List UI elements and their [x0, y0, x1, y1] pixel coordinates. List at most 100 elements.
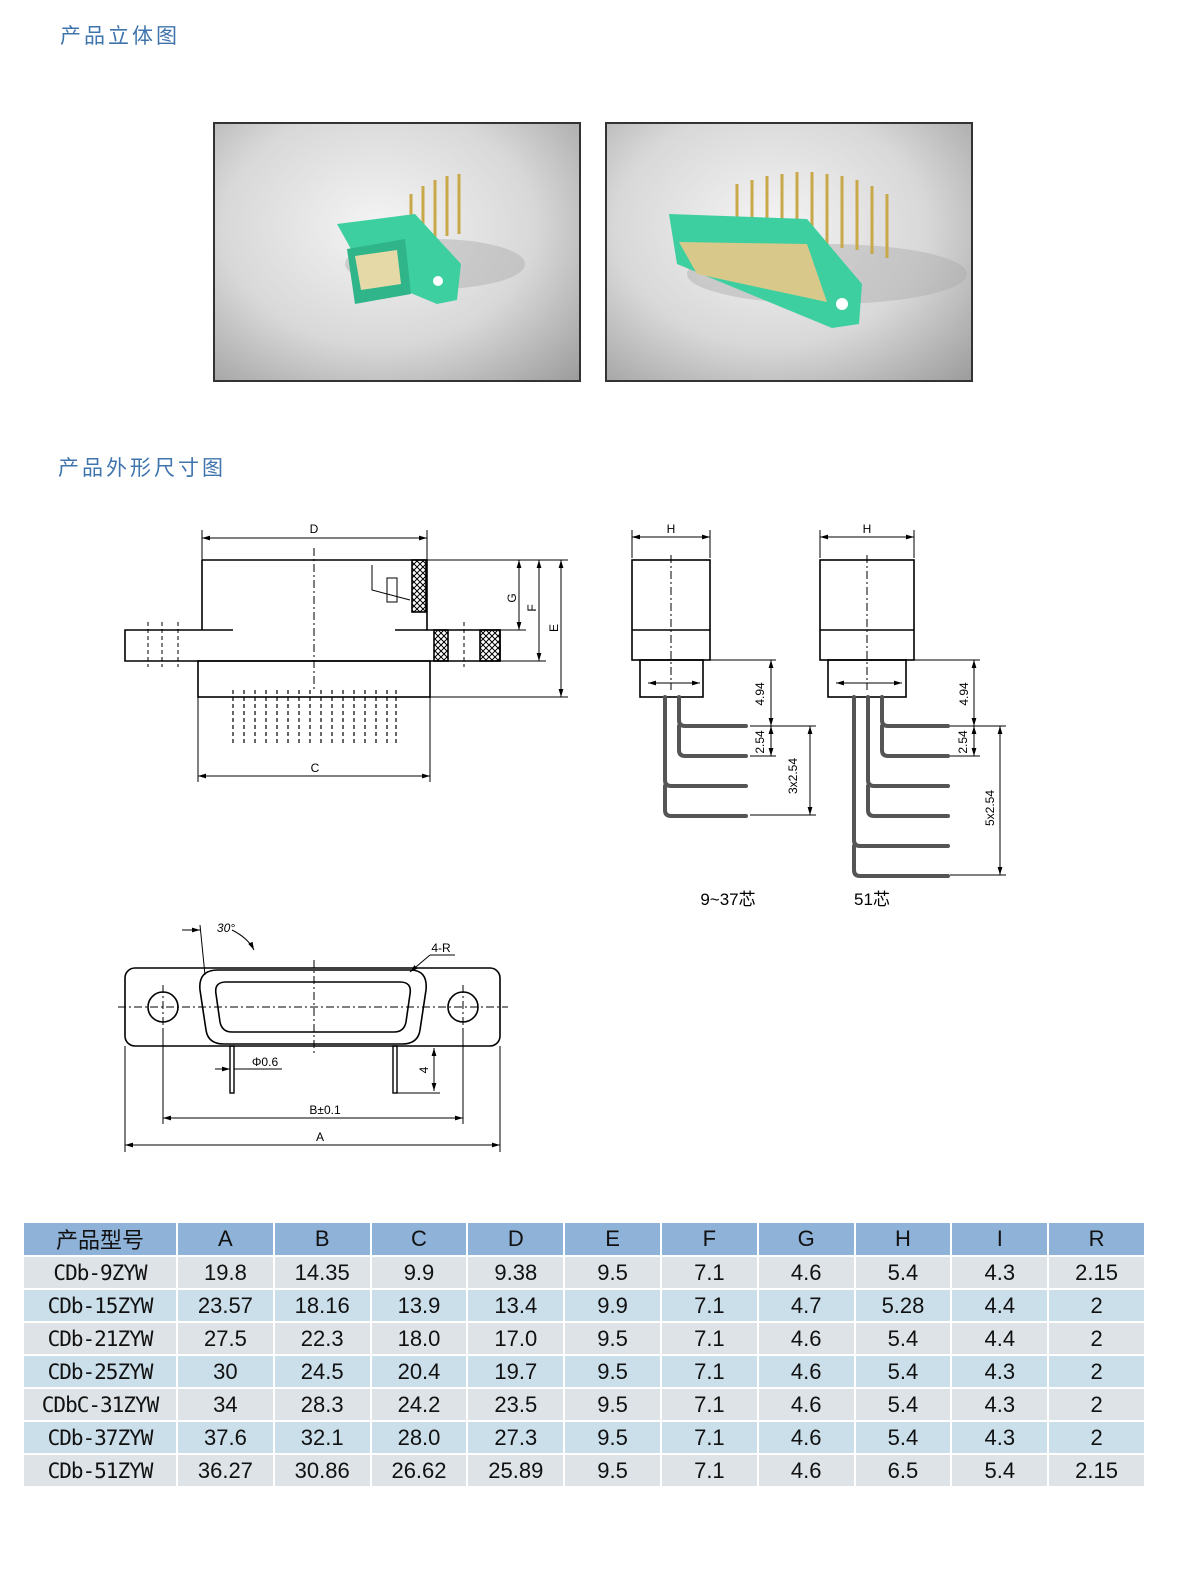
value-cell: 5.4: [853, 1255, 953, 1290]
value-cell: 9.5: [563, 1354, 662, 1389]
model-cell: CDb-51ZYW: [22, 1453, 178, 1488]
value-cell: 19.7: [466, 1354, 566, 1389]
value-cell: 7.1: [659, 1321, 759, 1356]
dim-label-c: C: [311, 761, 320, 775]
value-cell: 5.4: [853, 1387, 953, 1422]
bottom-view: [118, 924, 508, 1152]
value-cell: 26.62: [369, 1453, 469, 1488]
value-cell: 4.6: [756, 1255, 856, 1290]
value-cell: 27.3: [466, 1420, 566, 1455]
dim-label-3x254: 3x2.54: [786, 758, 800, 794]
dim-label-e: E: [547, 624, 561, 632]
value-cell: 28.0: [369, 1420, 469, 1455]
value-cell: 23.5: [466, 1387, 566, 1422]
dim-label-g: G: [505, 593, 519, 602]
value-cell: 2.15: [1047, 1255, 1146, 1290]
value-cell: 7.1: [659, 1453, 759, 1488]
column-header: C: [369, 1221, 469, 1257]
pin-length-label: 4: [417, 1066, 431, 1073]
value-cell: 4.6: [756, 1354, 856, 1389]
value-cell: 4.4: [950, 1288, 1050, 1323]
dim-label-254-left: 2.54: [753, 730, 767, 754]
value-cell: 18.0: [369, 1321, 469, 1356]
dim-label-5x254: 5x2.54: [983, 790, 997, 826]
value-cell: 2: [1047, 1387, 1146, 1422]
dim-label-b: B±0.1: [309, 1103, 341, 1117]
side-view-51: [819, 530, 1006, 878]
dim-label-494-right: 4.94: [957, 682, 971, 706]
dim-label-d: D: [310, 522, 319, 536]
value-cell: 2: [1047, 1354, 1146, 1389]
side-view-9-37: [631, 530, 816, 818]
column-header: A: [176, 1221, 275, 1257]
value-cell: 20.4: [369, 1354, 469, 1389]
value-cell: 27.5: [176, 1321, 275, 1356]
value-cell: 23.57: [176, 1288, 275, 1323]
value-cell: 4.3: [950, 1354, 1050, 1389]
value-cell: 13.9: [369, 1288, 469, 1323]
value-cell: 14.35: [272, 1255, 372, 1290]
section-title-3d: 产品立体图: [60, 24, 180, 48]
dim-label-254-right: 2.54: [956, 730, 970, 754]
value-cell: 4.4: [950, 1321, 1050, 1356]
dimension-drawings: D C G F E H 4.94 2.54 3x2.54 9~37芯: [118, 522, 1006, 1152]
value-cell: 9.9: [369, 1255, 469, 1290]
value-cell: 9.5: [563, 1387, 662, 1422]
value-cell: 9.5: [563, 1321, 662, 1356]
value-cell: 4.3: [950, 1255, 1050, 1290]
value-cell: 5.28: [853, 1288, 953, 1323]
value-cell: 5.4: [853, 1354, 953, 1389]
value-cell: 5.4: [853, 1321, 953, 1356]
dim-label-f: F: [525, 604, 539, 611]
dim-label-494-left: 4.94: [753, 682, 767, 706]
value-cell: 9.5: [563, 1453, 662, 1488]
value-cell: 4.6: [756, 1321, 856, 1356]
model-cell: CDb-15ZYW: [22, 1288, 178, 1323]
column-header: E: [563, 1221, 662, 1257]
value-cell: 36.27: [176, 1453, 275, 1488]
value-cell: 24.2: [369, 1387, 469, 1422]
value-cell: 4.3: [950, 1420, 1050, 1455]
value-cell: 7.1: [659, 1255, 759, 1290]
dim-label-h-left: H: [667, 522, 676, 536]
model-cell: CDb-21ZYW: [22, 1321, 178, 1356]
value-cell: 2.15: [1047, 1453, 1146, 1488]
value-cell: 13.4: [466, 1288, 566, 1323]
model-cell: CDbC-31ZYW: [22, 1387, 178, 1422]
value-cell: 32.1: [272, 1420, 372, 1455]
value-cell: 9.5: [563, 1255, 662, 1290]
radius-label: 4-R: [431, 941, 451, 955]
value-cell: 25.89: [466, 1453, 566, 1488]
column-header: H: [853, 1221, 953, 1257]
value-cell: 4.3: [950, 1387, 1050, 1422]
value-cell: 7.1: [659, 1288, 759, 1323]
angle-label: 30°: [217, 921, 235, 935]
value-cell: 22.3: [272, 1321, 372, 1356]
section-title-dimensions: 产品外形尺寸图: [58, 456, 226, 480]
value-cell: 24.5: [272, 1354, 372, 1389]
value-cell: 5.4: [950, 1453, 1050, 1488]
dim-label-h-right: H: [863, 522, 872, 536]
value-cell: 4.6: [756, 1453, 856, 1488]
model-cell: CDb-37ZYW: [22, 1420, 178, 1455]
value-cell: 9.38: [466, 1255, 566, 1290]
value-cell: 28.3: [272, 1387, 372, 1422]
value-cell: 4.6: [756, 1387, 856, 1422]
value-cell: 7.1: [659, 1354, 759, 1389]
column-header: D: [466, 1221, 566, 1257]
value-cell: 7.1: [659, 1420, 759, 1455]
product-photo-37pin: [605, 122, 973, 382]
value-cell: 4.7: [756, 1288, 856, 1323]
front-view: [124, 530, 568, 782]
dim-label-a: A: [316, 1130, 324, 1144]
caption-51: 51芯: [854, 890, 890, 909]
column-header: F: [659, 1221, 759, 1257]
model-cell: CDb-9ZYW: [22, 1255, 178, 1290]
